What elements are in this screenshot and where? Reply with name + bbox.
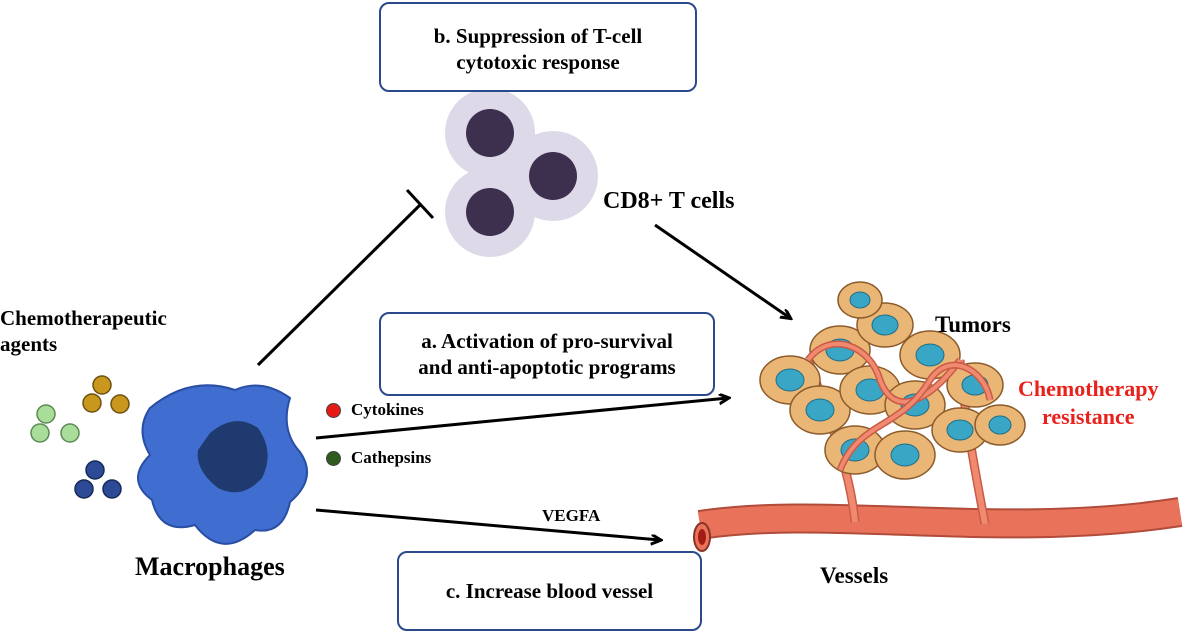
macrophages-label: Macrophages bbox=[135, 552, 285, 581]
macrophage-cell bbox=[137, 384, 309, 545]
box-c-line1: c. Increase blood vessel bbox=[445, 579, 654, 603]
inhibition-bar bbox=[405, 188, 435, 220]
arrow-macrophage-to-tumors bbox=[315, 398, 728, 440]
chemo-agents-label: Chemotherapeutic agents bbox=[0, 305, 167, 357]
cathepsins-dot-icon bbox=[326, 450, 341, 466]
arrow-tcells-to-tumors bbox=[654, 223, 790, 318]
chemo-label-line1: Chemotherapeutic bbox=[0, 306, 167, 330]
chemo-label-line2: agents bbox=[0, 332, 58, 356]
arrow-macrophage-to-vessel bbox=[315, 508, 660, 540]
legend-cathepsins: Cathepsins bbox=[326, 448, 431, 468]
legend-cytokines: Cytokines bbox=[326, 400, 424, 420]
box-b-line1: b. Suppression of T-cell bbox=[433, 24, 643, 48]
resistance-line1: Chemotherapy bbox=[1018, 376, 1159, 401]
tumors-label: Tumors bbox=[935, 312, 1011, 337]
chemotherapy-resistance-label: Chemotherapy resistance bbox=[1018, 375, 1159, 431]
box-b-line2: cytotoxic response bbox=[456, 50, 620, 74]
resistance-line2: resistance bbox=[1042, 404, 1135, 429]
inhibition-line bbox=[256, 203, 422, 367]
box-increase-vessel: c. Increase blood vessel bbox=[397, 551, 702, 631]
box-a-line2: and anti-apoptotic programs bbox=[418, 355, 676, 379]
cd8-tcells-label: CD8+ T cells bbox=[603, 188, 735, 214]
cd8-t-cell-cluster bbox=[445, 88, 598, 257]
vegfa-label: VEGFA bbox=[542, 506, 601, 525]
tumor-mass bbox=[759, 281, 1026, 480]
vessels-label: Vessels bbox=[820, 563, 889, 588]
drug-molecule-dots bbox=[30, 375, 130, 499]
box-a-line1: a. Activation of pro-survival bbox=[421, 329, 673, 353]
cathepsins-label: Cathepsins bbox=[351, 448, 432, 467]
cytokines-label: Cytokines bbox=[351, 400, 424, 419]
cytokines-dot-icon bbox=[326, 402, 341, 418]
box-suppression-tcell: b. Suppression of T-cell cytotoxic respo… bbox=[379, 2, 697, 92]
box-activation-prosurvival: a. Activation of pro-survival and anti-a… bbox=[379, 312, 715, 396]
